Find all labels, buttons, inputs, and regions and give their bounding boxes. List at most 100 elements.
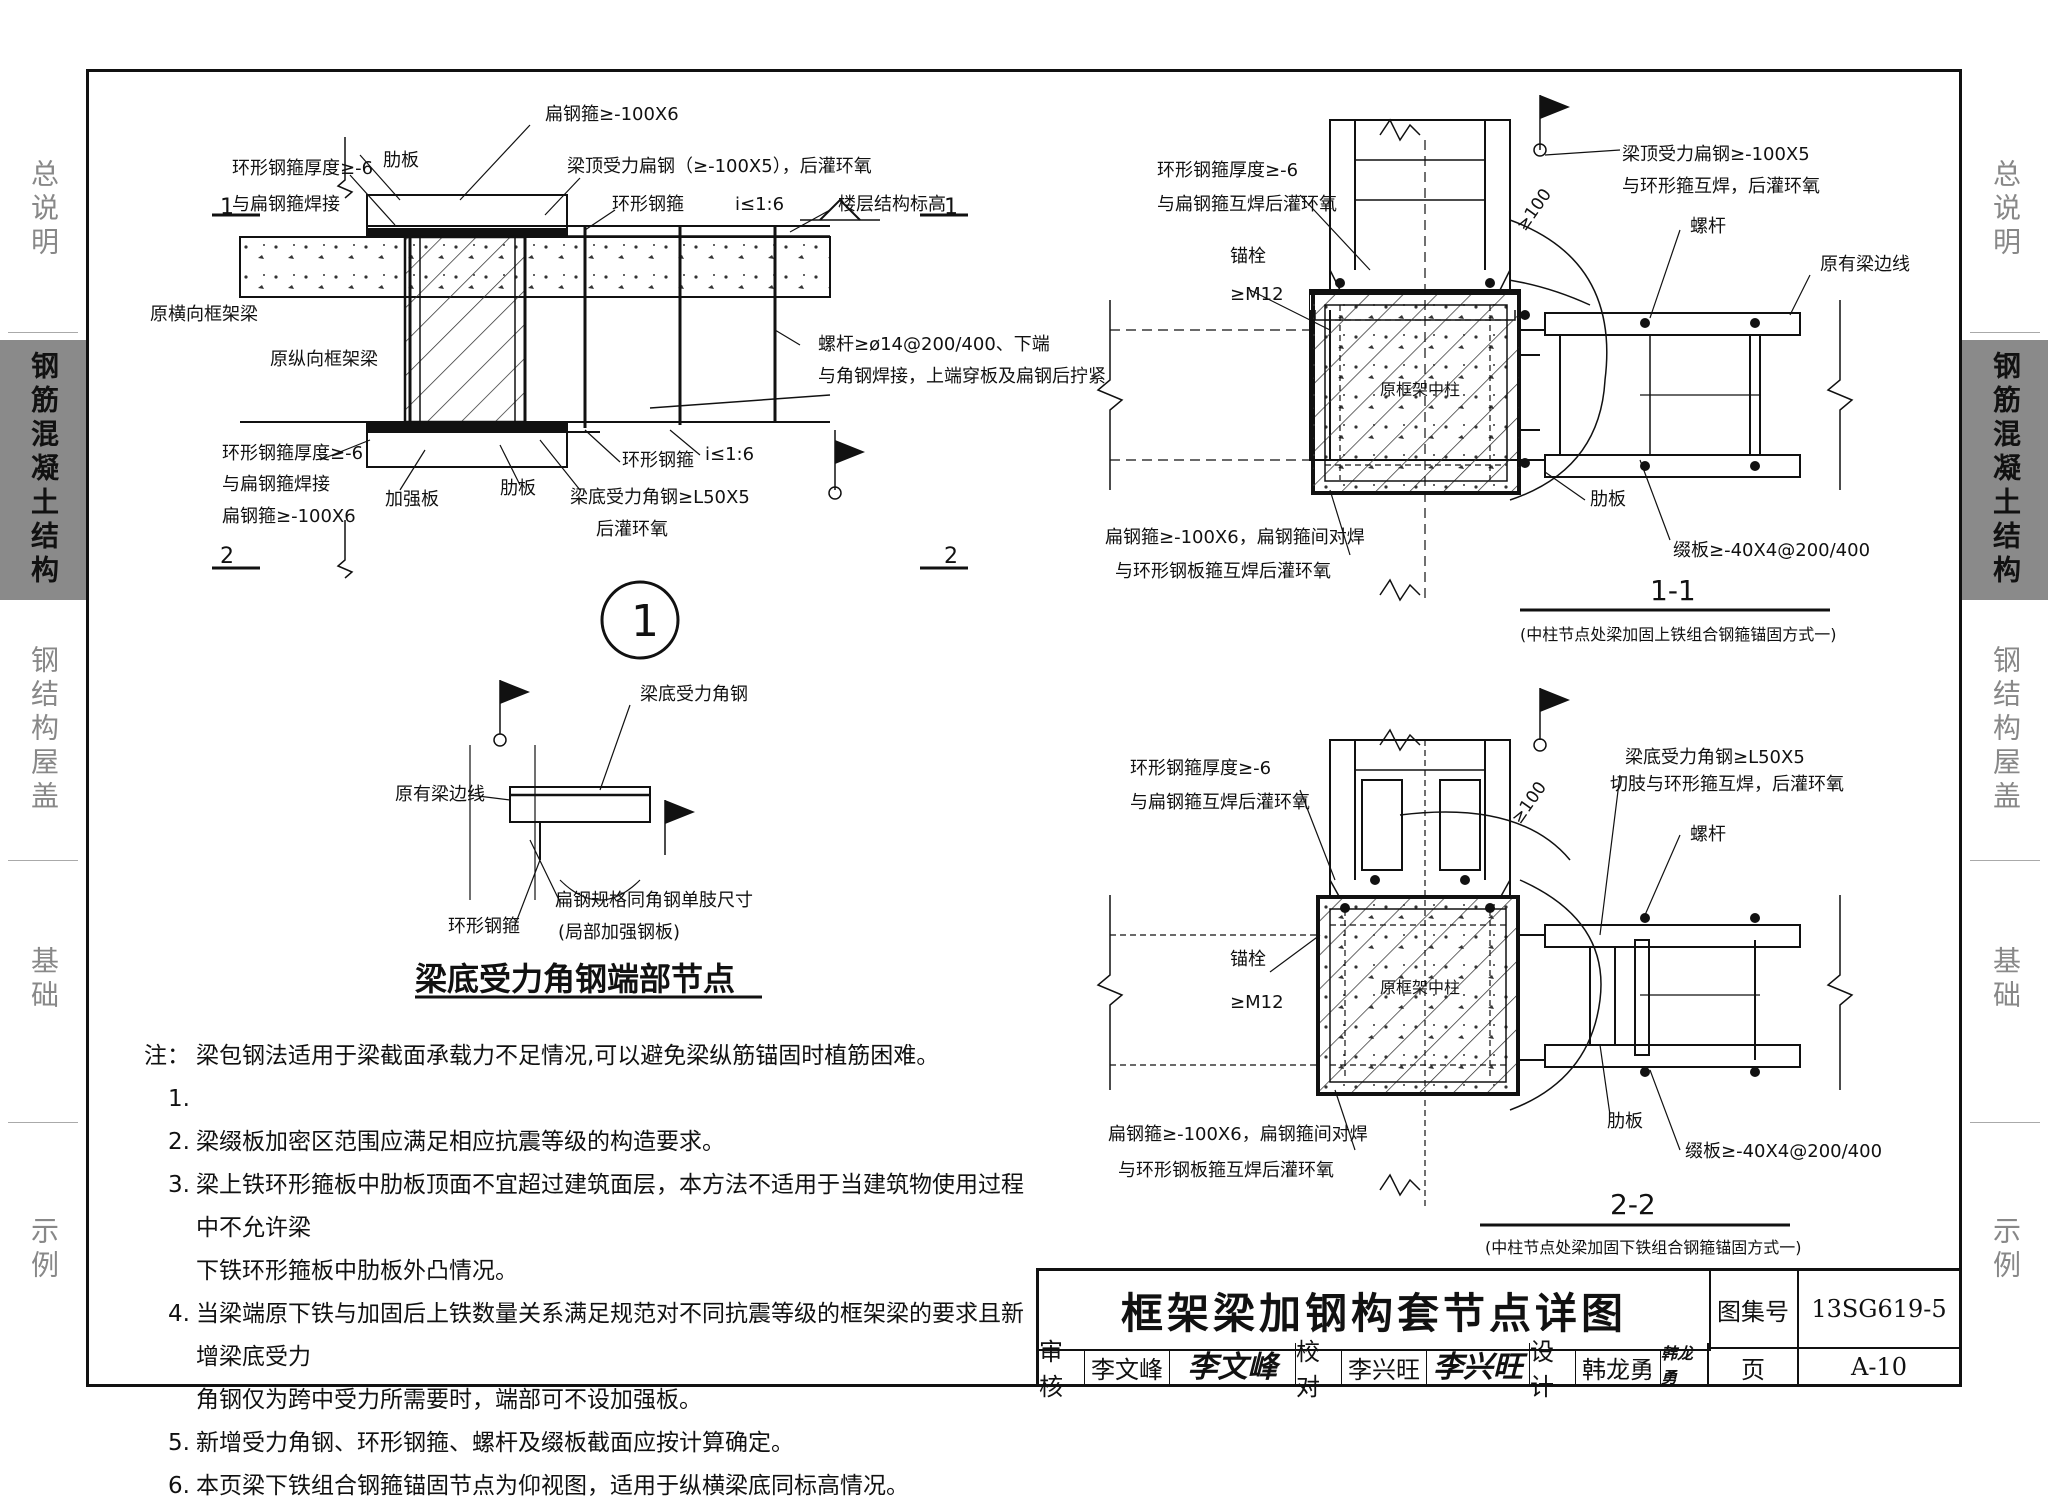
s11-anchor-spec: ≥M12 [1230, 284, 1284, 305]
s11-bolt: 螺杆 [1690, 216, 1726, 237]
review-label: 审核 [1039, 1338, 1085, 1401]
checker-signature: 李兴旺 [1427, 1343, 1530, 1385]
s22-bolt: 螺杆 [1690, 824, 1726, 845]
note-item: 2. 梁缀板加密区范围应满足相应抗震等级的构造要求。 [130, 1121, 1030, 1164]
note-text: 梁包钢法适用于梁截面承载力不足情况,可以避免梁纵筋锚固时植筋困难。 [196, 1043, 940, 1069]
s11-dim100: ≥100 [1513, 185, 1556, 235]
note-number: 6. [168, 1473, 190, 1499]
s11-caption: (中柱节点处梁加固上铁组合钢箍锚固方式一) [1520, 625, 1837, 644]
s11-batten: 缀板≥-40X4@200/400 [1673, 540, 1870, 561]
s11-ring-hoop-thickness: 环形钢箍厚度≥-6 [1157, 160, 1298, 181]
s22-flat-hoop-1: 扁钢箍≥-100X6，扁钢箍间对焊 [1108, 1124, 1368, 1145]
label-ring-hoop-thickness-top: 环形钢箍厚度≥-6 [232, 158, 373, 179]
divider [8, 860, 78, 861]
note-text: 梁上铁环形箍板中肋板顶面不宜超过建筑面层，本方法不适用于当建筑物使用过程中不允许… [196, 1172, 1024, 1241]
tab-general-notes[interactable]: 总说明 [27, 159, 60, 261]
note-text: 新增受力角钢、环形钢箍、螺杆及缀板截面应按计算确定。 [196, 1430, 794, 1456]
section-2-2 [1096, 688, 1854, 1227]
label-bolt-spec-1: 螺杆≥ø14@200/400、下端 [818, 334, 1050, 355]
note-number: 5. [168, 1430, 190, 1456]
note-number: 4. [168, 1301, 190, 1327]
page-number: A-10 [1851, 1353, 1907, 1381]
designer-signature: 韩龙勇 [1661, 1343, 1709, 1387]
note-continuation: 角钢仅为跨中受力所需要时，端部可不设加强板。 [196, 1387, 702, 1413]
divider [1970, 332, 2040, 333]
tab-examples[interactable]: 示例 [27, 1216, 60, 1284]
tab-rc-structure[interactable]: 钢筋混凝土结构 [0, 340, 86, 600]
end-node-labels: 梁底受力角钢 原有梁边线 环形钢箍 扁钢规格同角钢单肢尺寸 (局部加强钢板) 梁… [395, 684, 753, 998]
note-item: 注：1. 梁包钢法适用于梁截面承载力不足情况,可以避免梁纵筋锚固时植筋困难。 [130, 1035, 1030, 1121]
tab-general-notes[interactable]: 总说明 [1989, 159, 2022, 261]
section-mark-1-right: 1 [944, 195, 958, 220]
label-ring-hoop-thickness-bot: 环形钢箍厚度≥-6 [222, 443, 363, 464]
s22-anchor-spec: ≥M12 [1230, 992, 1284, 1013]
check-label: 校对 [1296, 1338, 1342, 1401]
divider [8, 332, 78, 333]
tab-rc-structure[interactable]: 钢筋混凝土结构 [1962, 340, 2048, 600]
label-flat-hoop-bot: 扁钢箍≥-100X6 [222, 506, 356, 527]
atlas-label: 图集号 [1709, 1271, 1799, 1349]
label-end-ring-hoop: 环形钢箍 [448, 916, 520, 937]
section-mark-2-right: 2 [944, 544, 958, 569]
s22-weld-epoxy: 与扁钢箍互焊后灌环氧 [1130, 792, 1310, 813]
drawing-title: 框架梁加钢构套节点详图 [1039, 1271, 1711, 1351]
label-floor-level: 楼层结构标高 [838, 194, 946, 215]
label-top-flat-steel: 梁顶受力扁钢（≥-100X5），后灌环氧 [567, 156, 872, 177]
label-weld-flat-hoop-bot: 与扁钢箍焊接 [222, 474, 330, 495]
page-label: 页 [1709, 1349, 1799, 1385]
label-end-flat-spec-1: 扁钢规格同角钢单肢尺寸 [555, 890, 753, 911]
s11-top-flat-2: 与环形箍互焊，后灌环氧 [1622, 176, 1820, 197]
label-slope-top: i≤1:6 [735, 194, 784, 215]
label-flat-hoop-top: 扁钢箍≥-100X6 [545, 104, 679, 125]
s22-anchor: 锚栓 [1230, 949, 1266, 970]
section-1-1-body [1096, 95, 1854, 612]
end-node-title: 梁底受力角钢端部节点 [415, 960, 735, 998]
section-2-2-labels: 环形钢箍厚度≥-6 与扁钢箍互焊后灌环氧 锚栓 ≥M12 原框架中柱 ≥100 … [1108, 747, 1882, 1257]
left-sidebar: 总说明 钢筋混凝土结构 钢结构屋盖 基础 示例 [0, 0, 86, 1457]
s22-flat-hoop-2: 与环形钢板箍互焊后灌环氧 [1118, 1160, 1334, 1181]
s11-rib: 肋板 [1590, 489, 1626, 510]
note-prefix: 注：1. [144, 1043, 190, 1112]
label-rib-plate-bot: 肋板 [500, 478, 536, 499]
detail-circle-mark: 1 [631, 596, 659, 647]
note-text: 本页梁下铁组合钢箍锚固节点为仰视图，适用于纵横梁底同标高情况。 [196, 1473, 909, 1499]
s22-title: 2-2 [1610, 1188, 1656, 1221]
note-continuation: 下铁环形箍板中肋板外凸情况。 [196, 1258, 518, 1284]
atlas-number: 13SG619-5 [1799, 1271, 1959, 1349]
note-text: 梁缀板加密区范围应满足相应抗震等级的构造要求。 [196, 1129, 725, 1155]
s22-rib: 肋板 [1607, 1111, 1643, 1132]
drawing-canvas: 扁钢箍≥-100X6 环形钢箍厚度≥-6 与扁钢箍焊接 肋板 梁顶受力扁钢（≥-… [150, 95, 1910, 1257]
label-end-orig-beam-edge: 原有梁边线 [395, 784, 485, 805]
section-mark-1-left: 1 [220, 195, 234, 220]
s22-bottom-angle-2: 切肢与环形箍互焊，后灌环氧 [1610, 774, 1844, 795]
designer-name: 韩龙勇 [1576, 1349, 1661, 1385]
s11-column: 原框架中柱 [1380, 380, 1460, 399]
note-text: 当梁端原下铁与加固后上铁数量关系满足规范对不同抗震等级的框架梁的要求且新增梁底受… [196, 1301, 1024, 1370]
divider [8, 1122, 78, 1123]
label-ring-hoop-top: 环形钢箍 [612, 194, 684, 215]
s11-beam-edge: 原有梁边线 [1820, 254, 1910, 275]
s22-caption: (中柱节点处梁加固下铁组合钢箍锚固方式一) [1485, 1238, 1802, 1257]
tab-steel-roof[interactable]: 钢结构屋盖 [1989, 645, 2022, 815]
tab-examples[interactable]: 示例 [1989, 1216, 2022, 1284]
s11-weld-epoxy: 与扁钢箍互焊后灌环氧 [1157, 194, 1337, 215]
label-bolt-spec-2: 与角钢焊接，上端穿板及扁钢后拧紧 [818, 366, 1106, 387]
reviewer-signature: 李文峰 [1170, 1343, 1296, 1385]
label-orig-transverse-beam: 原横向框架梁 [150, 304, 258, 325]
section-mark-2-left: 2 [220, 544, 234, 569]
checker-name: 李兴旺 [1342, 1349, 1427, 1385]
tab-foundation[interactable]: 基础 [27, 946, 60, 1014]
s22-column: 原框架中柱 [1380, 978, 1460, 997]
s22-ring-hoop-thickness: 环形钢箍厚度≥-6 [1130, 758, 1271, 779]
drawing-frame [86, 69, 1962, 1387]
label-end-flat-spec-2: (局部加强钢板) [558, 922, 680, 943]
note-item: 3. 梁上铁环形箍板中肋板顶面不宜超过建筑面层，本方法不适用于当建筑物使用过程中… [130, 1164, 1030, 1250]
s22-bottom-angle-1: 梁底受力角钢≥L50X5 [1625, 747, 1805, 768]
tab-steel-roof[interactable]: 钢结构屋盖 [27, 645, 60, 815]
detail-1-labels: 扁钢箍≥-100X6 环形钢箍厚度≥-6 与扁钢箍焊接 肋板 梁顶受力扁钢（≥-… [150, 104, 1106, 647]
label-slope-bot: i≤1:6 [705, 444, 754, 465]
divider [1970, 1122, 2040, 1123]
title-block: 框架梁加钢构套节点详图 图集号 13SG619-5 审核 李文峰 李文峰 校对 … [1036, 1268, 1959, 1401]
tab-foundation[interactable]: 基础 [1989, 946, 2022, 1014]
s11-top-flat-1: 梁顶受力扁钢≥-100X5 [1622, 144, 1810, 165]
